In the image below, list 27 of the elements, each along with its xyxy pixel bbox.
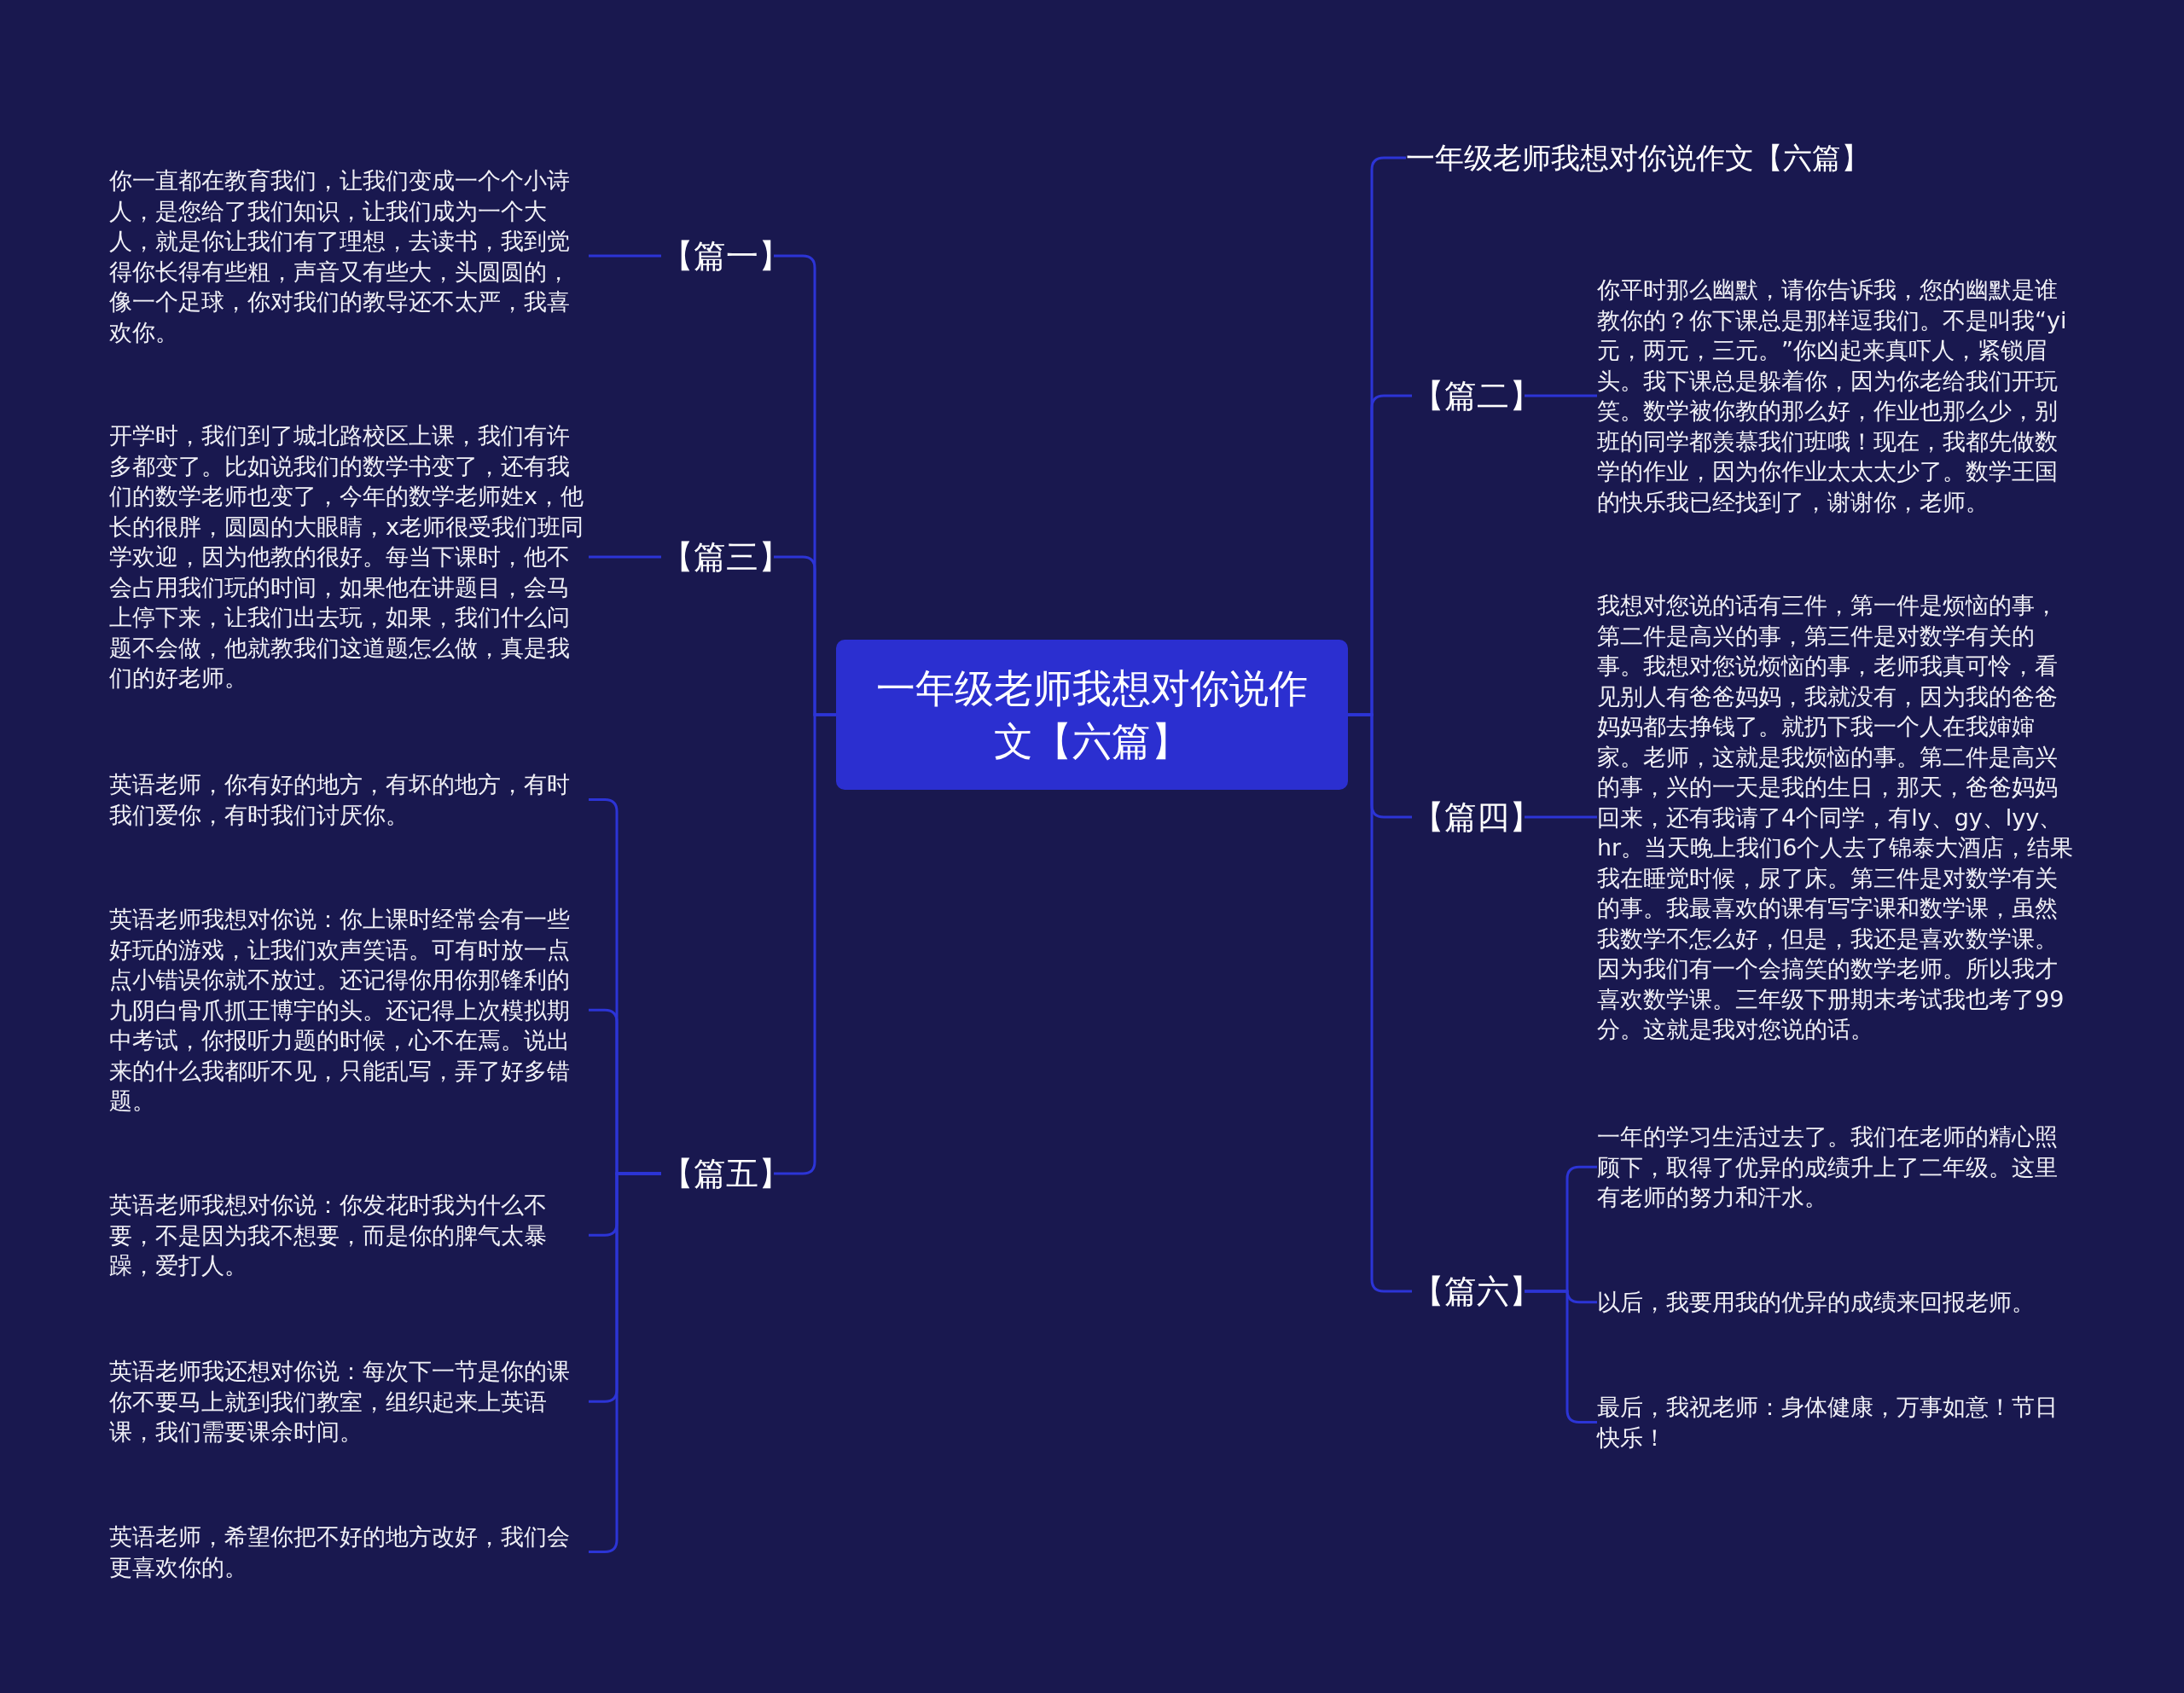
leaf-text: 以后，我要用我的优异的成绩来回报老师。 bbox=[1597, 1287, 2080, 1318]
leaf-text: 你一直都在教育我们，让我们变成一个个小诗人，是您给了我们知识，让我们成为一个大人，就是你让我们有了理想，去读书，我到觉得你长得有些粗，声音又有些大，头圆圆的，像一个足球，你对我们的教导还不太严，我喜欢你。 bbox=[109, 165, 589, 347]
leaf-text: 英语老师，希望你把不好的地方改好，我们会更喜欢你的。 bbox=[109, 1522, 589, 1582]
leaf-text: 你平时那么幽默，请你告诉我，您的幽默是谁教你的？你下课总是那样逗我们。不是叫我“yi元，两元，三元。”你凶起来真吓人，紧锁眉头。我下课总是躲着你，因为你老给我们开玩笑。数学被你教的那么好，作业也那么少，别班的同学都羡慕我们班哦！现在，我都先做数学的作业，因为你作业太太太少了。数学王国的快乐我已经找到了，谢谢你，老师。 bbox=[1597, 275, 2080, 517]
leaf-text: 英语老师我还想对你说：每次下一节是你的课你不要马上就到我们教室，组织起来上英语课，我们需要课余时间。 bbox=[109, 1356, 589, 1447]
connector-line bbox=[774, 713, 836, 1175]
leaf-text: 我想对您说的话有三件，第一件是烦恼的事，第二件是高兴的事，第三件是对数学有关的事。我想对您说烦恼的事，老师我真可怜，看见别人有爸爸妈妈，我就没有，因为我的爸爸妈妈都去挣钱了。就扔下我一个人在我婶婶家。老师，这就是我烦恼的事。第二件是高兴的事，兴的一天是我的生日，那天，爸爸妈妈回来，还有我请了4个同学，有ly、gy、lyy、hr。当天晚上我们6个人去了锦泰大酒店，结果我在睡觉时候，尿了床。第三件是对数学有关的事。我最喜欢的课有写字课和数学课，虽然我数学不怎么好，但是，我还是喜欢数学课。因为我们有一个会搞笑的数学老师。所以我才喜欢数学课。三年级下册期末考试我也考了99分。这就是我对您说的话。 bbox=[1597, 590, 2080, 1045]
connector-line bbox=[1348, 713, 1412, 1293]
leaf-text: 英语老师我想对你说：你上课时经常会有一些好玩的游戏，让我们欢声笑语。可有时放一点点小错误你就不放过。还记得你用你那锋利的九阴白骨爪抓王博宇的头。还记得上次模拟期中考试，你报听力题的时候，心不在焉。说出来的什么我都听不见，只能乱写，弄了好多错题。 bbox=[109, 904, 589, 1116]
branch-label: 【篇六】 bbox=[1412, 1267, 1525, 1316]
connector-line bbox=[589, 555, 661, 559]
connector-line bbox=[1525, 1290, 1597, 1423]
branch-label: 【篇一】 bbox=[661, 231, 774, 281]
connector-line bbox=[1525, 394, 1597, 397]
leaf-text: 英语老师我想对你说：你发花时我为什么不要，不是因为我不想要，而是你的脾气太暴躁，爱打人。 bbox=[109, 1190, 589, 1281]
connector-line bbox=[589, 254, 661, 258]
branch-label: 【篇五】 bbox=[661, 1149, 774, 1198]
leaf-text: 一年的学习生活过去了。我们在老师的精心照顾下，取得了优异的成绩升上了二年级。这里有老师的努力和汗水。 bbox=[1597, 1122, 2080, 1213]
topic-text: 一年级老师我想对你说作文【六篇】 bbox=[1406, 138, 1873, 177]
branch-label: 【篇四】 bbox=[1412, 792, 1525, 842]
connector-line bbox=[1525, 815, 1597, 819]
leaf-text: 开学时，我们到了城北路校区上课，我们有许多都变了。比如说我们的数学书变了，还有我们的数学老师也变了，今年的数学老师姓x，他长的很胖，圆圆的大眼睛，x老师很受我们班同学欢迎，因为他教的很好。每当下课时，他不会占用我们玩的时间，如果他在讲题目，会马上停下来，让我们出去玩，如果，我们什么问题不会做，他就教我们这道题怎么做，真是我们的好老师。 bbox=[109, 420, 589, 693]
branch-label: 【篇三】 bbox=[661, 532, 774, 582]
leaf-text: 最后，我祝老师：身体健康，万事如意！节日快乐！ bbox=[1597, 1392, 2080, 1452]
branch-label: 【篇二】 bbox=[1412, 371, 1525, 420]
central-topic-box: 一年级老师我想对你说作文【六篇】 bbox=[836, 640, 1348, 790]
leaf-text: 英语老师，你有好的地方，有坏的地方，有时我们爱你，有时我们讨厌你。 bbox=[109, 769, 589, 830]
